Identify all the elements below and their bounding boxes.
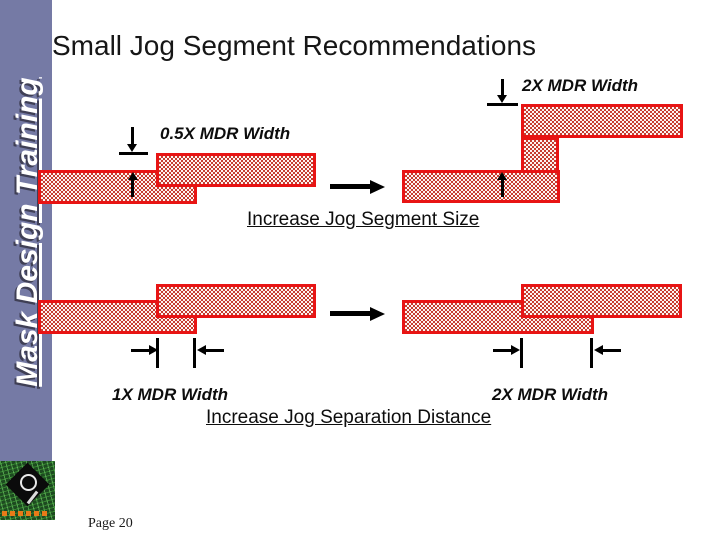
dim-line-icon <box>493 349 511 352</box>
dim-line-icon <box>501 79 504 95</box>
transition-arrow-shaft <box>330 184 370 189</box>
dim-line-icon <box>131 127 134 144</box>
arrow-right-icon <box>370 180 385 194</box>
dim-tick-icon <box>119 152 148 155</box>
arrow-down-icon <box>127 144 137 152</box>
jog-separation-caption: Increase Jog Separation Distance <box>206 407 492 428</box>
jog-before-upper-segment <box>156 153 316 187</box>
after-separation-label: 2X MDR Width <box>492 385 609 404</box>
dim-line-icon <box>206 349 224 352</box>
transition-arrow-shaft <box>330 311 370 316</box>
page-number: Page 20 <box>88 516 133 531</box>
arrow-up-icon <box>128 172 138 180</box>
sidebar-title-wrap: Mask Design Training <box>8 52 48 412</box>
arrow-right-icon <box>149 345 158 355</box>
dim-tick-icon <box>193 338 196 368</box>
dim-tick-icon <box>487 103 518 106</box>
logo-emblem-circle-icon <box>20 474 37 491</box>
slide-title: Small Jog Segment Recommendations <box>52 30 537 61</box>
dim-tick-icon <box>520 338 523 368</box>
sep-after-upper-segment <box>521 284 682 318</box>
arrow-right-icon <box>511 345 520 355</box>
after-jog-size-label: 2X MDR Width <box>522 76 639 95</box>
jog-after-vertical-segment <box>521 137 559 173</box>
dim-line-icon <box>501 180 504 197</box>
arrow-left-icon <box>197 345 206 355</box>
dim-line-icon <box>131 349 149 352</box>
dim-tick-icon <box>590 338 593 368</box>
logo-orange-text-marks <box>2 511 48 516</box>
dim-line-icon <box>131 180 134 197</box>
sep-before-upper-segment <box>156 284 316 318</box>
before-separation-label: 1X MDR Width <box>112 385 229 404</box>
sidebar-title: Mask Design Training <box>11 77 44 387</box>
jog-after-upper-segment <box>521 104 683 138</box>
dim-line-icon <box>603 349 621 352</box>
arrow-down-icon <box>497 95 507 103</box>
jog-after-lower-segment <box>402 170 560 203</box>
arrow-right-icon <box>370 307 385 321</box>
dim-tick-icon <box>156 338 159 368</box>
arrow-up-icon <box>497 172 507 180</box>
jog-segment-size-caption: Increase Jog Segment Size <box>247 209 480 230</box>
company-logo <box>0 461 55 520</box>
arrow-left-icon <box>594 345 603 355</box>
sidebar <box>0 0 52 461</box>
before-jog-size-label: 0.5X MDR Width <box>160 124 291 143</box>
